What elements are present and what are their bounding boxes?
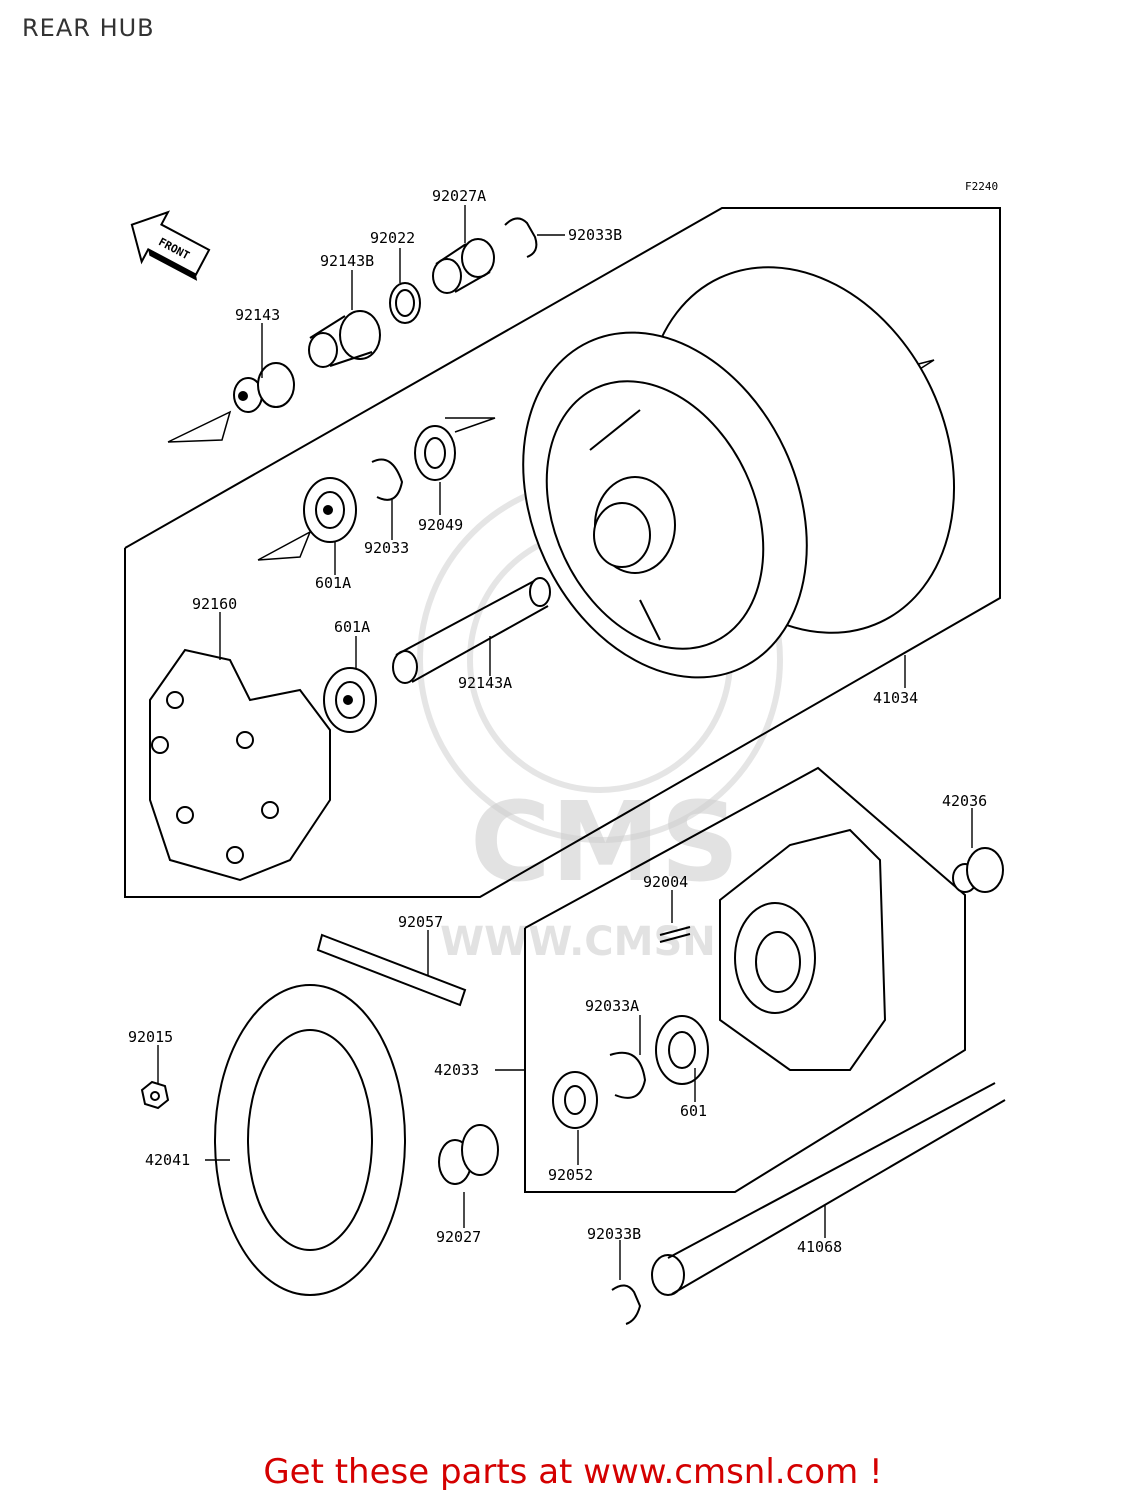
wheel-rim <box>522 266 956 679</box>
hub-assembly-outline <box>524 766 966 1193</box>
part-label-601a-upper: 601A <box>315 574 351 592</box>
part-label-92143a: 92143A <box>458 674 512 692</box>
bearing-601 <box>655 1015 709 1085</box>
watermark-logo-text: CMS <box>470 778 739 906</box>
spacer-92143a <box>392 577 551 684</box>
damper-92160 <box>149 648 331 882</box>
part-label-92033: 92033 <box>364 539 409 557</box>
bearing-601a-upper <box>303 477 357 543</box>
front-arrow-icon: FRONT <box>130 210 211 281</box>
seal-92049 <box>414 425 456 481</box>
part-label-92160: 92160 <box>192 595 237 613</box>
part-label-92143: 92143 <box>235 306 280 324</box>
collar-92027 <box>438 1124 499 1185</box>
washer-92022 <box>389 282 421 324</box>
collar-92027a <box>432 238 495 294</box>
part-label-601a-lower: 601A <box>334 618 370 636</box>
part-label-92057: 92057 <box>398 913 443 931</box>
part-label-92033b-top: 92033B <box>568 226 622 244</box>
part-label-601: 601 <box>680 1102 707 1120</box>
circlip-92033b-top <box>504 217 538 258</box>
cap-42036 <box>952 847 1004 893</box>
part-label-92033b-bottom: 92033B <box>587 1225 641 1243</box>
hub-42033 <box>719 828 887 1071</box>
part-label-92027a: 92027A <box>432 187 486 205</box>
part-label-92015: 92015 <box>128 1028 173 1046</box>
circlip-92033b-bottom <box>611 1284 642 1325</box>
part-label-42041: 42041 <box>145 1151 190 1169</box>
circlip-92033a <box>609 1051 647 1099</box>
stud-92004 <box>659 926 691 943</box>
seal-92052 <box>552 1071 598 1129</box>
chain-92057 <box>316 933 467 1007</box>
upper-assembly-outline <box>124 207 1001 898</box>
part-label-41068: 41068 <box>797 1238 842 1256</box>
part-label-42033: 42033 <box>434 1061 479 1079</box>
part-label-92049: 92049 <box>418 516 463 534</box>
circlip-92033 <box>371 458 404 501</box>
part-label-92027: 92027 <box>436 1228 481 1246</box>
page-title: REAR HUB <box>22 14 155 42</box>
part-label-41034: 41034 <box>873 689 918 707</box>
part-label-92033a: 92033A <box>585 997 639 1015</box>
nut-92015 <box>140 1080 170 1110</box>
shop-link[interactable]: Get these parts at www.cmsnl.com ! <box>263 1452 883 1492</box>
part-label-92022: 92022 <box>370 229 415 247</box>
collar-92143b <box>308 310 381 368</box>
part-label-92052: 92052 <box>548 1166 593 1184</box>
bearing-601a-lower <box>323 667 377 733</box>
collar-92143 <box>233 362 295 413</box>
axle-41068 <box>651 1082 1006 1296</box>
part-label-92143b: 92143B <box>320 252 374 270</box>
part-label-42036: 42036 <box>942 792 987 810</box>
sprocket-42041 <box>214 984 406 1296</box>
figure-code: F2240 <box>965 180 998 193</box>
part-label-92004: 92004 <box>643 873 688 891</box>
